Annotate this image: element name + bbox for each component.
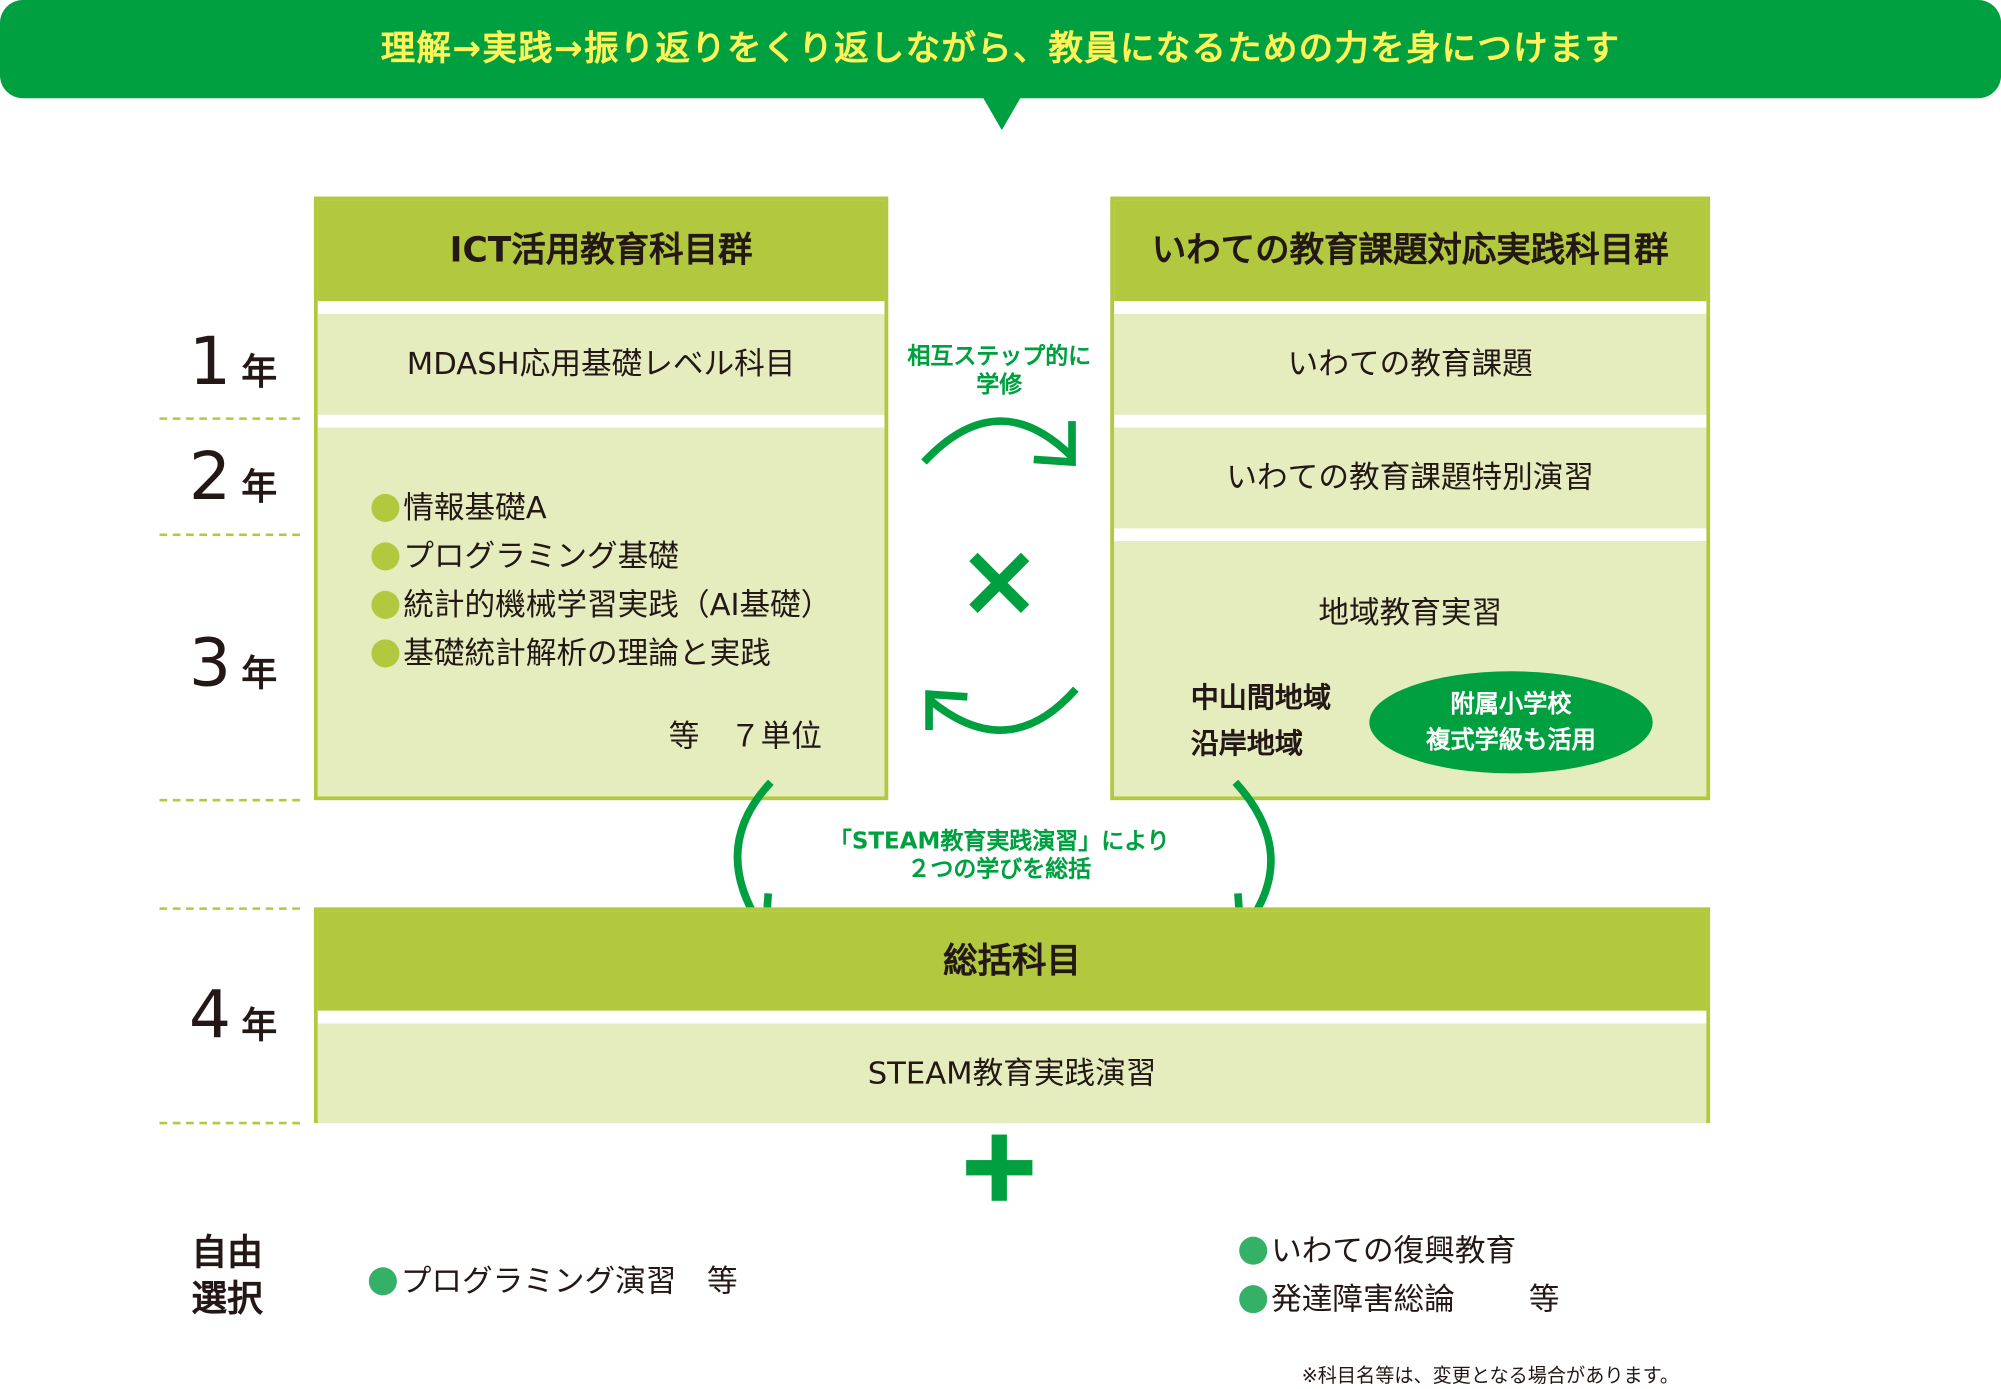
year-divider [159, 798, 300, 802]
ict-courses: 情報基礎A プログラミング基礎 統計的機械学習実践（AI基礎） 基礎統計解析の理… [317, 427, 885, 797]
area-label: 中山間地域 [1190, 682, 1332, 715]
course-item: 基礎統計解析の理論と実践 [371, 629, 831, 677]
mdash-row: MDASH応用基礎レベル科目 [317, 313, 885, 415]
iwate-group-title: いわての教育課題対応実践科目群 [1114, 200, 1707, 302]
regional-practice-title: 地域教育実習 [1318, 594, 1503, 631]
elective-item: いわての復興教育 [1239, 1226, 1559, 1274]
attached-school-badge: 附属小学校 複式学級も活用 [1369, 671, 1653, 774]
ict-group-title: ICT活用教育科目群 [317, 200, 885, 302]
steam-practice-row: STEAM教育実践演習 [317, 1023, 1707, 1124]
course-item: プログラミング基礎 [371, 532, 831, 580]
elective-list-right: いわての復興教育 発達障害総論等 [1239, 1226, 1560, 1323]
course-item: 統計的機械学習実践（AI基礎） [371, 581, 831, 629]
footnote: ※科目名等は、変更となる場合があります。 [1301, 1364, 1680, 1388]
year-divider [159, 1121, 300, 1125]
summary-group-title: 総括科目 [317, 911, 1707, 1011]
ict-group-box: ICT活用教育科目群 MDASH応用基礎レベル科目 情報基礎A プログラミング基… [313, 196, 889, 801]
iwate-issues-row: いわての教育課題 [1114, 313, 1707, 415]
free-elective-label: 自由選択 [191, 1231, 263, 1320]
year-divider [159, 907, 300, 910]
elective-item: 発達障害総論等 [1239, 1275, 1560, 1323]
area-label: 沿岸地域 [1190, 728, 1304, 761]
cycle-arrows-icon [921, 417, 1079, 734]
regional-practice-row: 地域教育実習 中山間地域 沿岸地域 附属小学校 複式学級も活用 [1114, 541, 1707, 797]
banner [0, 0, 2001, 99]
cross-icon: × [956, 520, 1043, 640]
year-divider [159, 533, 300, 537]
course-item: 情報基礎A [371, 484, 831, 532]
banner-text: 理解→実践→振り返りをくり返しながら、教員になるための力を身につけます [380, 29, 1621, 69]
units-note: 等 ７単位 [668, 718, 822, 755]
mutual-step-note: 相互ステップ的に学修 [907, 343, 1092, 399]
summary-group-box: 総括科目 STEAM教育実践演習 [313, 907, 1711, 1124]
plus-icon [966, 1134, 1033, 1201]
iwate-special-row: いわての教育課題特別演習 [1114, 427, 1707, 529]
elective-item: プログラミング演習 等 [368, 1257, 738, 1305]
year-divider [159, 417, 300, 420]
banner-pointer [982, 96, 1021, 131]
iwate-group-box: いわての教育課題対応実践科目群 いわての教育課題 いわての教育課題特別演習 地域… [1110, 196, 1711, 801]
